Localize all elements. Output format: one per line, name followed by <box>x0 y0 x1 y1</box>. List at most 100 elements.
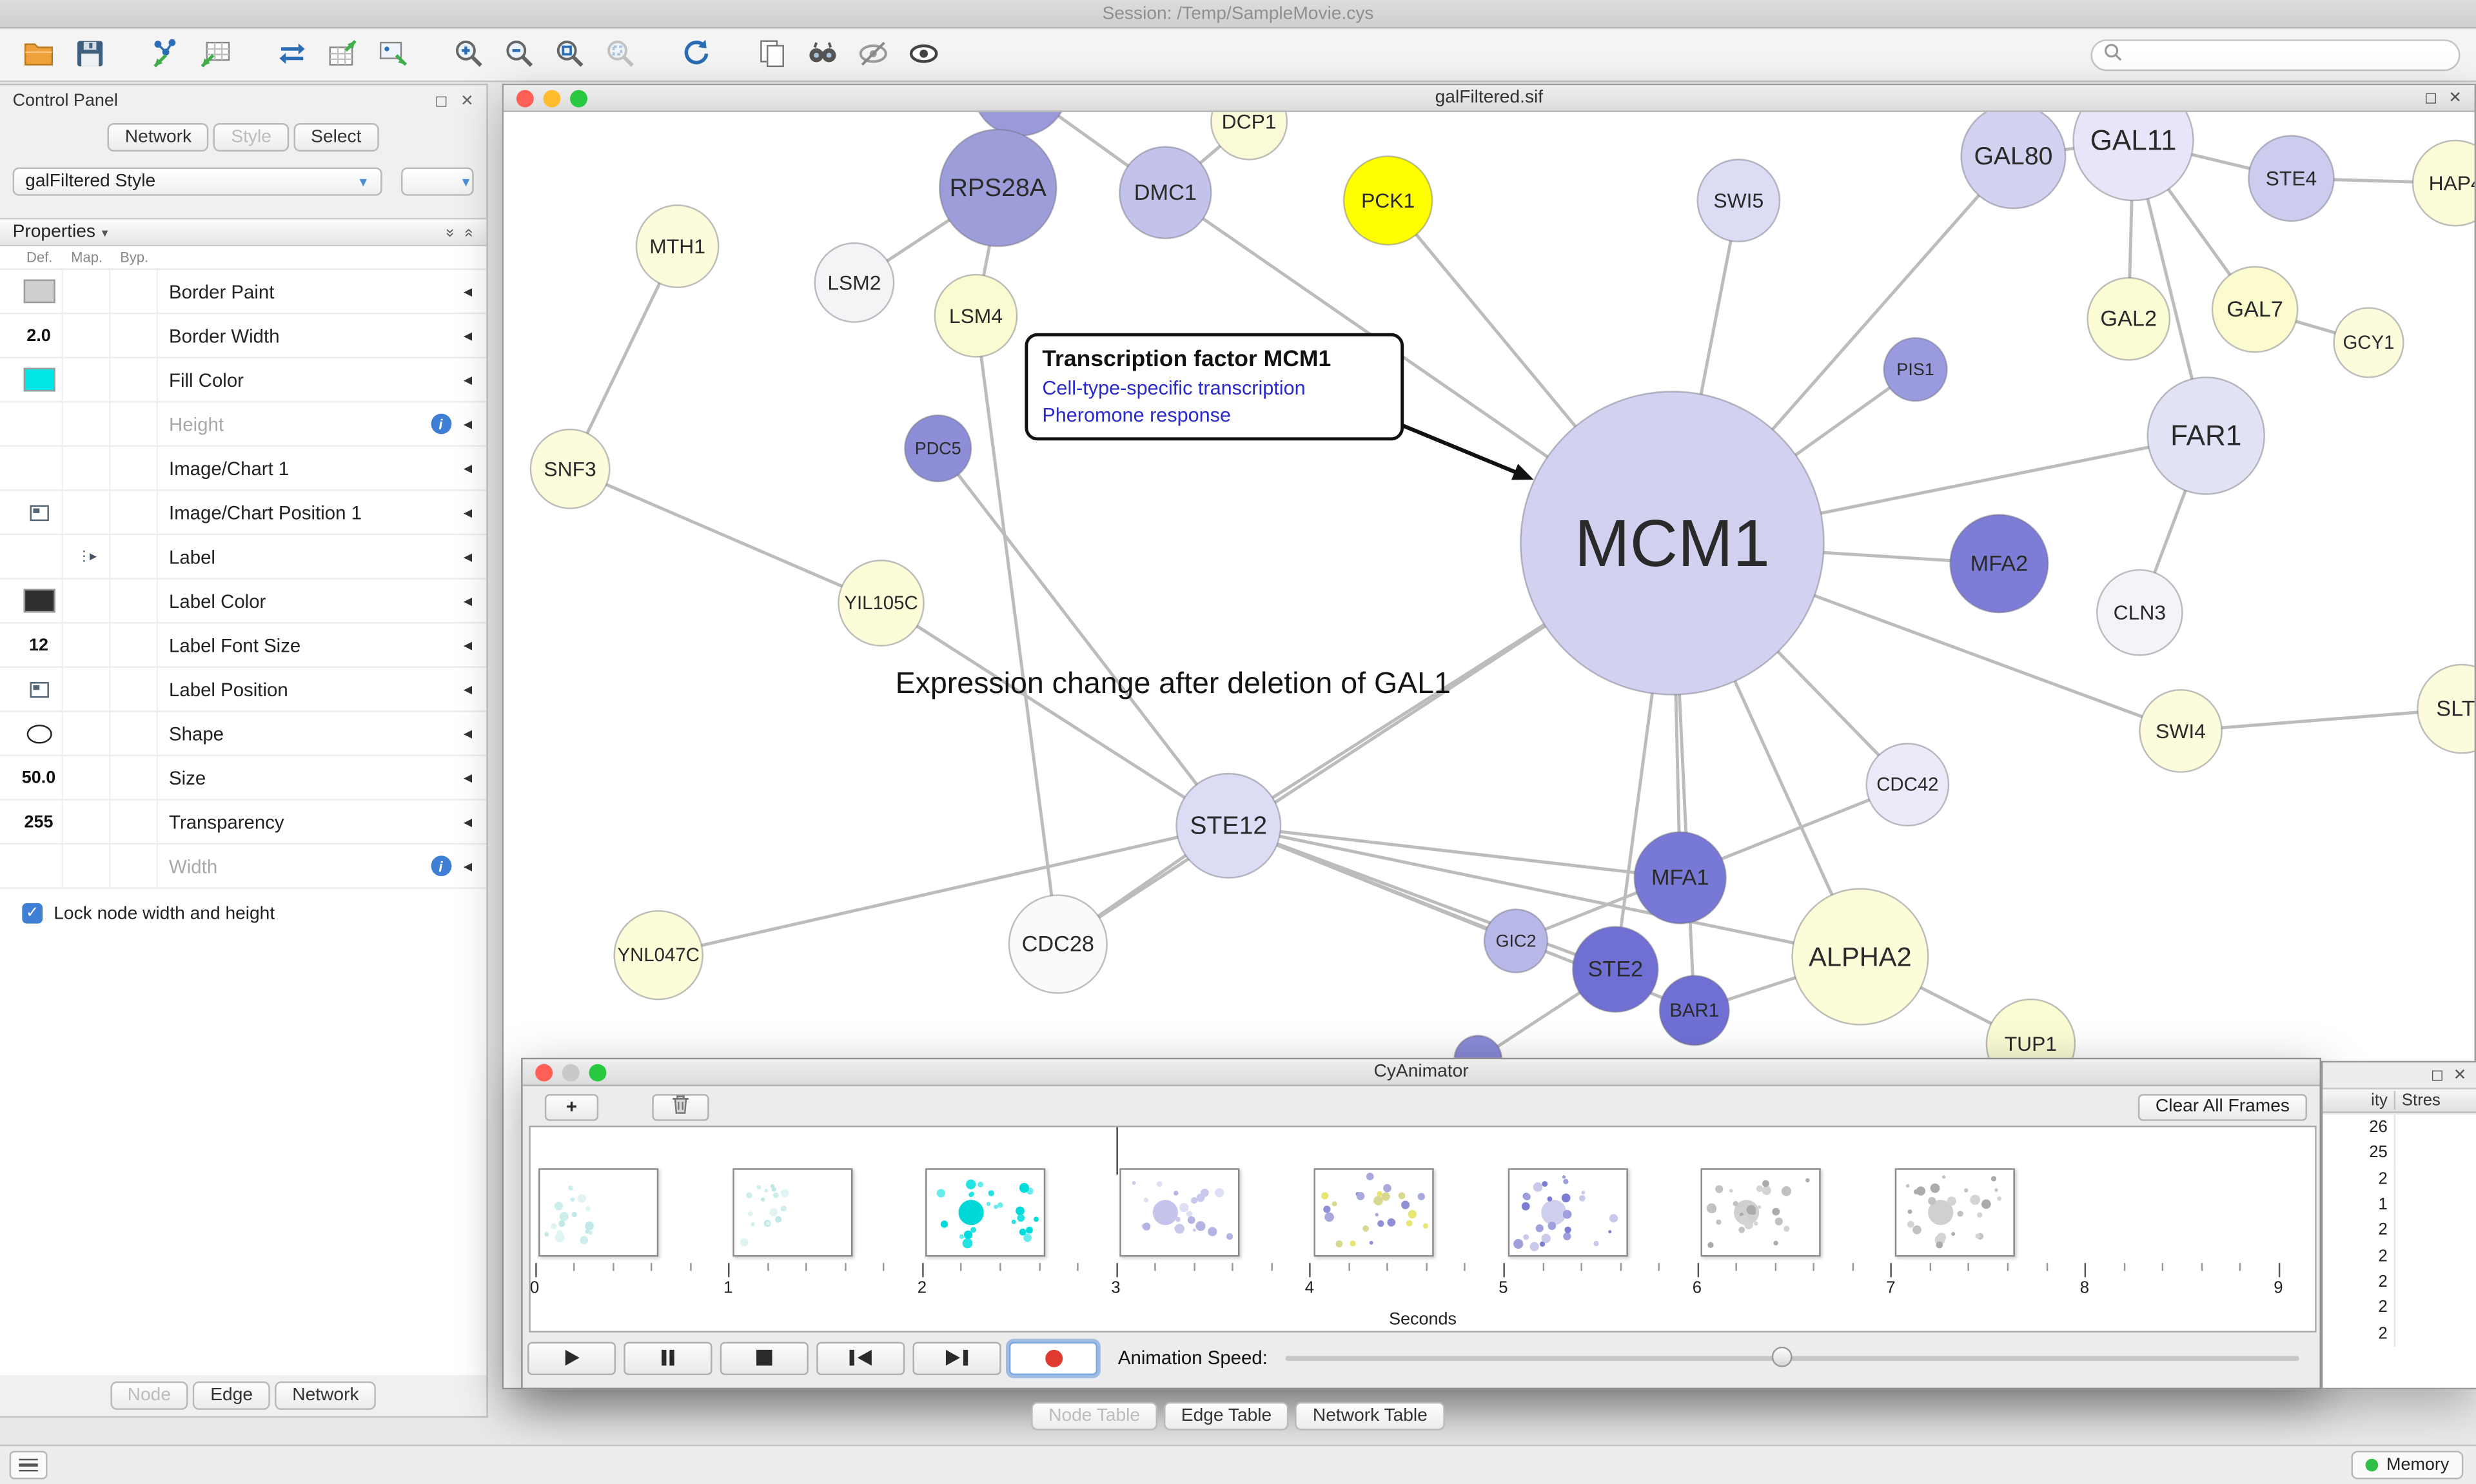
edge[interactable] <box>974 315 1060 944</box>
default-cell[interactable] <box>15 712 63 755</box>
node-BAR1[interactable] <box>1658 975 1730 1046</box>
find-button[interactable] <box>799 33 846 77</box>
collapse-all-icon[interactable]: » <box>460 228 478 237</box>
close-traffic-icon[interactable] <box>516 89 534 107</box>
node-GIC2[interactable] <box>1483 908 1549 973</box>
table-row[interactable]: 26 <box>2323 1114 2476 1140</box>
node-SWI4[interactable] <box>2139 688 2223 773</box>
tab-node-style[interactable]: Node <box>110 1381 188 1410</box>
mapping-cell[interactable] <box>63 667 111 711</box>
expand-chevron-icon[interactable]: ◀ <box>464 684 473 696</box>
expand-chevron-icon[interactable]: ◀ <box>464 640 473 652</box>
mapping-cell[interactable] <box>63 447 111 490</box>
close-traffic-icon[interactable] <box>535 1063 553 1081</box>
play-button[interactable] <box>527 1341 616 1374</box>
bypass-cell[interactable] <box>110 491 158 534</box>
float-window-icon[interactable]: ◻ <box>2430 1066 2444 1084</box>
node-PCK1[interactable] <box>1342 155 1433 246</box>
zoom-traffic-icon[interactable] <box>589 1063 607 1081</box>
tab-edge-table[interactable]: Edge Table <box>1163 1401 1290 1430</box>
node-GAL11[interactable] <box>2072 112 2194 202</box>
task-history-button[interactable] <box>9 1450 48 1479</box>
default-cell[interactable] <box>15 667 63 711</box>
expand-chevron-icon[interactable]: ◀ <box>464 419 473 431</box>
property-row[interactable]: Label Color◀ <box>0 579 487 624</box>
bypass-cell[interactable] <box>110 667 158 711</box>
node-STE12[interactable] <box>1175 772 1282 879</box>
speed-slider-thumb[interactable] <box>1772 1346 1793 1367</box>
previous-frame-button[interactable] <box>816 1341 905 1374</box>
speed-slider[interactable] <box>1284 1342 2299 1374</box>
node-GAL80[interactable] <box>1960 112 2067 210</box>
export-network-button[interactable] <box>268 33 315 77</box>
bypass-cell[interactable] <box>110 314 158 357</box>
table-row[interactable]: 2 <box>2323 1243 2476 1269</box>
expand-chevron-icon[interactable]: ◀ <box>464 772 473 784</box>
table-row[interactable]: 2 <box>2323 1320 2476 1347</box>
zoom-fit-button[interactable] <box>546 33 593 77</box>
tab-style[interactable]: Style <box>213 123 289 152</box>
frame-thumbnail[interactable] <box>732 1168 852 1257</box>
frame-thumbnail[interactable] <box>1701 1168 1822 1257</box>
node-SNF3[interactable] <box>529 428 611 509</box>
property-row[interactable]: Image/Chart 1◀ <box>0 447 487 491</box>
column-header[interactable]: ity <box>2323 1091 2396 1110</box>
expand-chevron-icon[interactable]: ◀ <box>464 817 473 828</box>
property-row[interactable]: Shape◀ <box>0 712 487 757</box>
node-RPS28A[interactable] <box>938 128 1057 248</box>
record-button[interactable] <box>1008 1341 1098 1374</box>
zoom-selected-button[interactable] <box>597 33 644 77</box>
node-MFA1[interactable] <box>1633 831 1727 924</box>
style-options-button[interactable]: ▼ <box>401 167 474 196</box>
default-cell[interactable] <box>15 845 63 888</box>
mapping-cell[interactable] <box>63 402 111 445</box>
bypass-cell[interactable] <box>110 712 158 755</box>
bypass-cell[interactable] <box>110 800 158 843</box>
search-box[interactable] <box>2090 39 2461 72</box>
zoom-out-button[interactable] <box>496 33 543 77</box>
frame-thumbnail[interactable] <box>1507 1168 1627 1257</box>
edge[interactable] <box>568 245 679 470</box>
expand-chevron-icon[interactable]: ◀ <box>464 375 473 386</box>
node-LSM4[interactable] <box>934 273 1018 358</box>
bypass-cell[interactable] <box>110 358 158 402</box>
stop-button[interactable] <box>720 1341 809 1374</box>
mapping-cell[interactable] <box>63 756 111 799</box>
bypass-cell[interactable] <box>110 845 158 888</box>
show-all-button[interactable] <box>900 33 947 77</box>
table-row[interactable]: 2 <box>2323 1294 2476 1321</box>
refresh-view-button[interactable] <box>673 33 720 77</box>
default-cell[interactable] <box>15 358 63 402</box>
node-FAR1[interactable] <box>2147 376 2266 495</box>
table-row[interactable]: 1 <box>2323 1191 2476 1218</box>
property-row[interactable]: Label Position◀ <box>0 667 487 712</box>
annotation-link[interactable]: Cell-type-specific transcription <box>1042 377 1306 400</box>
node-STE2[interactable] <box>1571 926 1659 1013</box>
pause-button[interactable] <box>624 1341 712 1374</box>
mapping-cell[interactable] <box>63 579 111 622</box>
add-frame-button[interactable]: + <box>544 1093 599 1120</box>
minimize-traffic-icon[interactable] <box>562 1063 580 1081</box>
node-YIL105C[interactable] <box>838 560 925 647</box>
default-cell[interactable] <box>15 269 63 313</box>
bypass-cell[interactable] <box>110 579 158 622</box>
annotation-box[interactable]: Transcription factor MCM1 Cell-type-spec… <box>1025 333 1404 441</box>
edge[interactable] <box>1228 824 1680 880</box>
import-table-button[interactable] <box>193 33 240 77</box>
bypass-cell[interactable] <box>110 447 158 490</box>
network-window-titlebar[interactable]: galFiltered.sif ◻ ✕ <box>504 85 2475 112</box>
table-row[interactable]: 2 <box>2323 1217 2476 1244</box>
close-icon[interactable]: ✕ <box>460 92 474 110</box>
delete-frame-button[interactable] <box>652 1093 709 1120</box>
edge[interactable] <box>880 601 1230 827</box>
float-window-icon[interactable]: ◻ <box>2424 89 2438 107</box>
expand-chevron-icon[interactable]: ◀ <box>464 861 473 873</box>
edge[interactable] <box>658 824 1229 957</box>
node-ALPHA2[interactable] <box>1791 888 1929 1026</box>
zoom-traffic-icon[interactable] <box>570 89 588 107</box>
frame-thumbnail[interactable] <box>1119 1168 1240 1257</box>
clear-all-frames-button[interactable]: Clear All Frames <box>2137 1093 2307 1120</box>
